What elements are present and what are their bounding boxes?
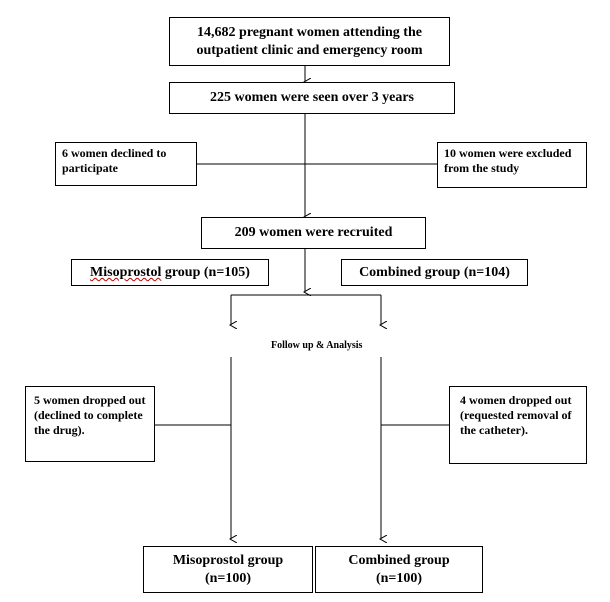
combined-arm-box: Combined group (n=104) [341, 259, 528, 286]
misoprostol-arm-rest: group (n=105) [161, 264, 250, 280]
final-combined-box: Combined group (n=100) [315, 546, 483, 593]
final-combined-line2: (n=100) [375, 570, 423, 586]
final-misoprostol-line2: (n=100) [204, 570, 252, 586]
excluded-box: 10 women were excluded from the study [437, 142, 587, 188]
misoprostol-arm-text: Misoprostol group (n=105) [90, 264, 250, 282]
declined-box: 6 women declined to participate [55, 142, 197, 186]
seen-text: 225 women were seen over 3 years [210, 90, 414, 106]
screening-box: 14,682 pregnant women attending the outp… [169, 17, 450, 66]
dropout-combined-box: 4 women dropped out (requested removal o… [449, 386, 587, 464]
followup-label: Follow up & Analysis [271, 340, 363, 351]
misoprostol-arm-word: Misoprostol [90, 264, 162, 280]
final-misoprostol-line1: Misoprostol group [172, 553, 284, 568]
combined-arm-text: Combined group (n=104) [359, 264, 510, 280]
seen-box: 225 women were seen over 3 years [169, 82, 455, 114]
screening-text: 14,682 pregnant women attending the outp… [196, 25, 423, 58]
excluded-text: 10 women were excluded from the study [444, 146, 572, 175]
recruited-box: 209 women were recruited [201, 217, 426, 249]
dropout-misoprostol-box: 5 women dropped out (declined to complet… [25, 386, 155, 462]
final-combined-line1: Combined group [348, 553, 450, 568]
dropout-combined-text: 4 women dropped out (requested removal o… [460, 393, 572, 437]
dropout-misoprostol-text: 5 women dropped out (declined to complet… [34, 393, 146, 437]
misoprostol-arm-box: Misoprostol group (n=105) [71, 259, 269, 286]
recruited-text: 209 women were recruited [234, 225, 393, 241]
declined-text: 6 women declined to participate [62, 146, 167, 175]
final-misoprostol-box: Misoprostol group (n=100) [143, 546, 313, 593]
